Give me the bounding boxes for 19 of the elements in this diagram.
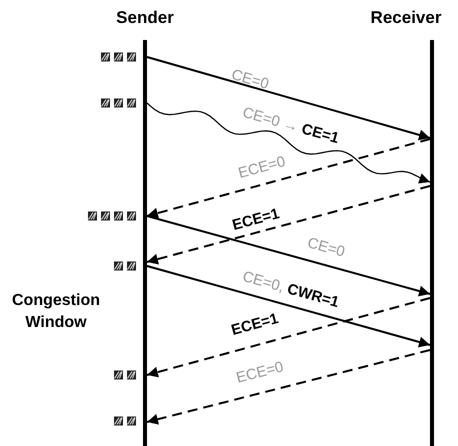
arrow <box>146 215 430 296</box>
axis-caption: Congestion Window <box>11 291 101 333</box>
dashed-arrow <box>146 185 430 264</box>
edge-label: ECE=0 <box>236 154 288 182</box>
edge-label: CE=0 → CE=1 <box>239 104 342 148</box>
wavy-arrow <box>146 102 430 184</box>
edge-label: CE=0 <box>228 66 272 94</box>
lifeline-heading: Receiver <box>370 8 442 28</box>
dashed-arrow <box>146 349 430 425</box>
arrow <box>146 56 430 140</box>
edge-label: CE=0, CWR=1 <box>239 268 341 312</box>
edge-label: ECE=0 <box>234 359 286 387</box>
dashed-arrow <box>146 138 430 218</box>
lifeline-heading: Sender <box>116 8 174 28</box>
dashed-arrow <box>146 297 430 378</box>
edge-label: ECE=1 <box>230 206 282 234</box>
edge-label: ECE=1 <box>228 310 282 340</box>
arrow <box>146 265 430 348</box>
edge-label: CE=0 <box>304 234 348 262</box>
